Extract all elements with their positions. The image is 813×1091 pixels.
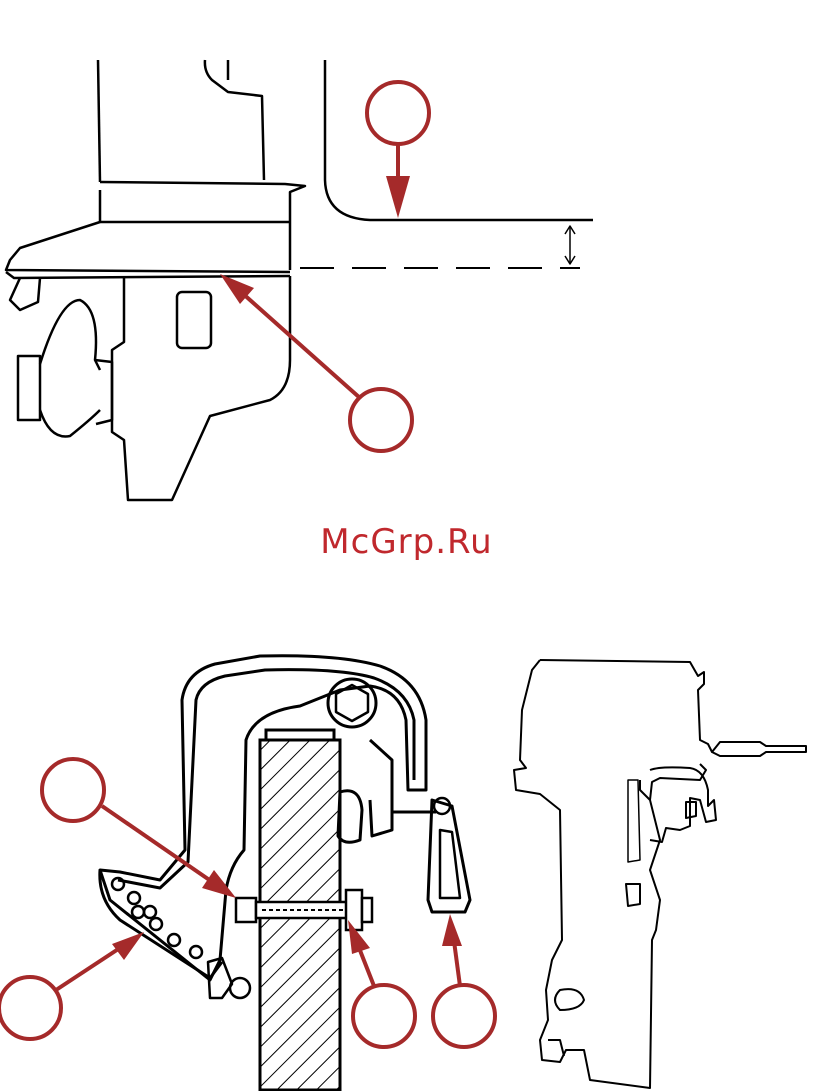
outboard-upper-panel xyxy=(205,60,264,180)
transom-height-figure xyxy=(6,60,593,500)
engine-cowl xyxy=(540,660,806,756)
outboard-silhouette xyxy=(514,660,806,1088)
skeg xyxy=(10,278,40,310)
propeller-blade-upper xyxy=(40,300,100,370)
cavitation-plate xyxy=(100,182,305,270)
clamp-pad xyxy=(338,791,362,842)
propeller-hub xyxy=(18,356,40,420)
outboard-leg-left-edge xyxy=(98,60,100,182)
callout-b xyxy=(220,274,412,451)
anti-ventilation-plate xyxy=(100,190,290,222)
tilt-pin-nut xyxy=(230,978,250,998)
propeller-shaft xyxy=(95,360,112,424)
silhouette-transom xyxy=(628,780,640,862)
callout-e xyxy=(348,920,415,1047)
silhouette-bracket xyxy=(626,884,640,906)
callout-f xyxy=(433,914,495,1047)
gearcase-top xyxy=(6,222,290,272)
clamp-bolt-hex xyxy=(336,685,368,721)
engine-cowl-left xyxy=(514,660,660,1088)
propeller-blade-lower xyxy=(40,410,100,436)
clamp-swivel xyxy=(370,740,392,836)
silhouette-skeg xyxy=(548,1040,564,1056)
clamp-handle-slot xyxy=(440,830,460,898)
silhouette-prop xyxy=(555,989,584,1010)
watermark-text: McGrp.Ru xyxy=(0,522,813,562)
engine-cowl-right xyxy=(650,764,706,800)
boat-transom xyxy=(325,60,593,220)
callout-d xyxy=(0,932,144,1039)
clamp-handle xyxy=(428,800,470,912)
callout-a xyxy=(367,82,429,218)
water-intake xyxy=(177,292,211,348)
